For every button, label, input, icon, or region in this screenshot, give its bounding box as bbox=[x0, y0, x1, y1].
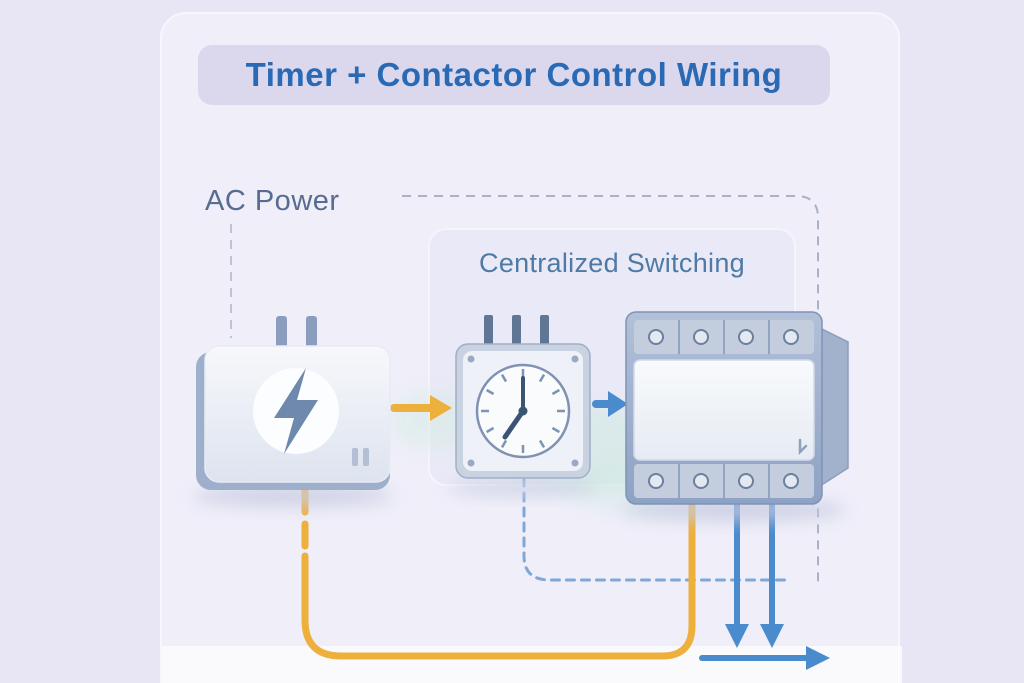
contactor bbox=[625, 311, 849, 505]
timer-screws bbox=[467, 355, 579, 467]
vent-mark bbox=[352, 448, 358, 466]
blue-arrowheads bbox=[725, 624, 830, 670]
vent-mark bbox=[363, 448, 369, 466]
timer-prong bbox=[512, 315, 521, 349]
timer-prong bbox=[484, 315, 493, 349]
contactor-indicator-mark bbox=[798, 438, 808, 456]
clock-ticks bbox=[481, 369, 565, 453]
ac-power-label: AC Power bbox=[205, 185, 340, 217]
power-to-timer-arrow bbox=[390, 395, 452, 421]
centralized-switching-label: Centralized Switching bbox=[479, 248, 745, 278]
clock-center bbox=[518, 406, 528, 416]
page-title: Timer + Contactor Control Wiring bbox=[245, 56, 783, 93]
terminal-separators bbox=[678, 320, 770, 354]
yellow-wire-main bbox=[301, 492, 696, 660]
timer-switch bbox=[455, 315, 591, 479]
right-arrow-icon bbox=[430, 395, 452, 421]
screw-terminals-icon bbox=[648, 329, 799, 345]
contactor-side-face bbox=[819, 326, 849, 488]
timer-to-contactor-arrow bbox=[592, 391, 628, 417]
timer-control-dashed-wire bbox=[522, 476, 792, 582]
clock-hands bbox=[502, 376, 526, 440]
terminal-separators bbox=[678, 464, 770, 498]
down-arrow-icon bbox=[725, 624, 749, 648]
lightning-bolt-icon bbox=[274, 368, 318, 454]
screw-terminals-icon bbox=[648, 473, 799, 489]
power-prong bbox=[276, 316, 287, 352]
power-prong bbox=[306, 316, 317, 352]
dashed-guide-lines bbox=[230, 195, 819, 588]
title-banner: Timer + Contactor Control Wiring bbox=[198, 45, 830, 105]
contactor-label-face bbox=[633, 359, 815, 461]
right-arrow-icon bbox=[806, 646, 830, 670]
ac-power-source bbox=[196, 316, 391, 490]
bottom-band bbox=[162, 646, 902, 683]
right-arrow-icon bbox=[608, 391, 628, 417]
down-arrow-icon bbox=[760, 624, 784, 648]
timer-prong bbox=[540, 315, 549, 349]
